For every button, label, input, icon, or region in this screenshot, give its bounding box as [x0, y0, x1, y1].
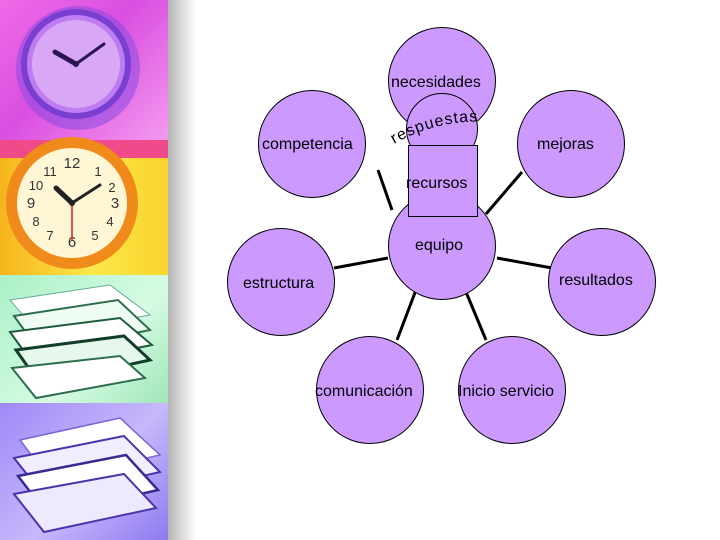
svg-text:12: 12	[64, 155, 81, 172]
svg-text:10: 10	[29, 178, 43, 193]
svg-text:2: 2	[108, 180, 115, 195]
label-comunicacion: comunicación	[315, 383, 413, 400]
node-inicio-servicio	[458, 336, 566, 444]
label-competencia: competencia	[262, 136, 353, 153]
node-resultados	[548, 228, 656, 336]
node-recursos	[408, 145, 478, 217]
svg-text:4: 4	[106, 214, 113, 229]
strip-shadow	[168, 0, 196, 540]
label-equipo: equipo	[415, 237, 464, 254]
svg-text:11: 11	[43, 164, 57, 179]
svg-text:8: 8	[32, 214, 39, 229]
svg-text:1: 1	[94, 164, 101, 179]
connector-comunicacion	[395, 289, 418, 341]
label-estructura: estructura	[243, 275, 315, 292]
connector-mejoras	[484, 171, 524, 215]
decorative-photo-strip: 12 1 2 3 4 5 6 7 8 9 10 11	[0, 0, 168, 540]
node-mejoras	[517, 90, 625, 198]
svg-text:9: 9	[27, 195, 35, 212]
node-comunicacion	[316, 336, 424, 444]
svg-text:3: 3	[111, 195, 119, 212]
node-estructura	[227, 228, 335, 336]
label-mejoras: mejoras	[537, 136, 594, 153]
label-respuestas-arc: respuestas	[388, 108, 479, 147]
clock-icon	[16, 6, 140, 130]
connector-competencia	[376, 169, 394, 211]
svg-text:5: 5	[91, 228, 98, 243]
svg-text:7: 7	[46, 228, 53, 243]
label-inicio-servicio: Inicio servicio	[458, 383, 555, 400]
connector-estructura	[333, 256, 389, 270]
node-competencia	[258, 90, 366, 198]
svg-text:respuestas: respuestas	[388, 108, 479, 147]
connector-resultados	[496, 256, 553, 270]
paper-stack-icon	[12, 417, 162, 534]
svg-text:6: 6	[68, 234, 76, 251]
label-recursos: recursos	[406, 175, 468, 192]
paper-stack-icon	[8, 284, 155, 400]
clock-icon: 12 1 2 3 4 5 6 7 8 9 10 11	[6, 137, 138, 269]
label-necesidades: necesidades	[391, 74, 481, 91]
connector-inicio-servicio	[464, 291, 488, 341]
label-resultados: resultados	[559, 272, 633, 289]
label-respuestas: respuestas	[388, 108, 478, 147]
